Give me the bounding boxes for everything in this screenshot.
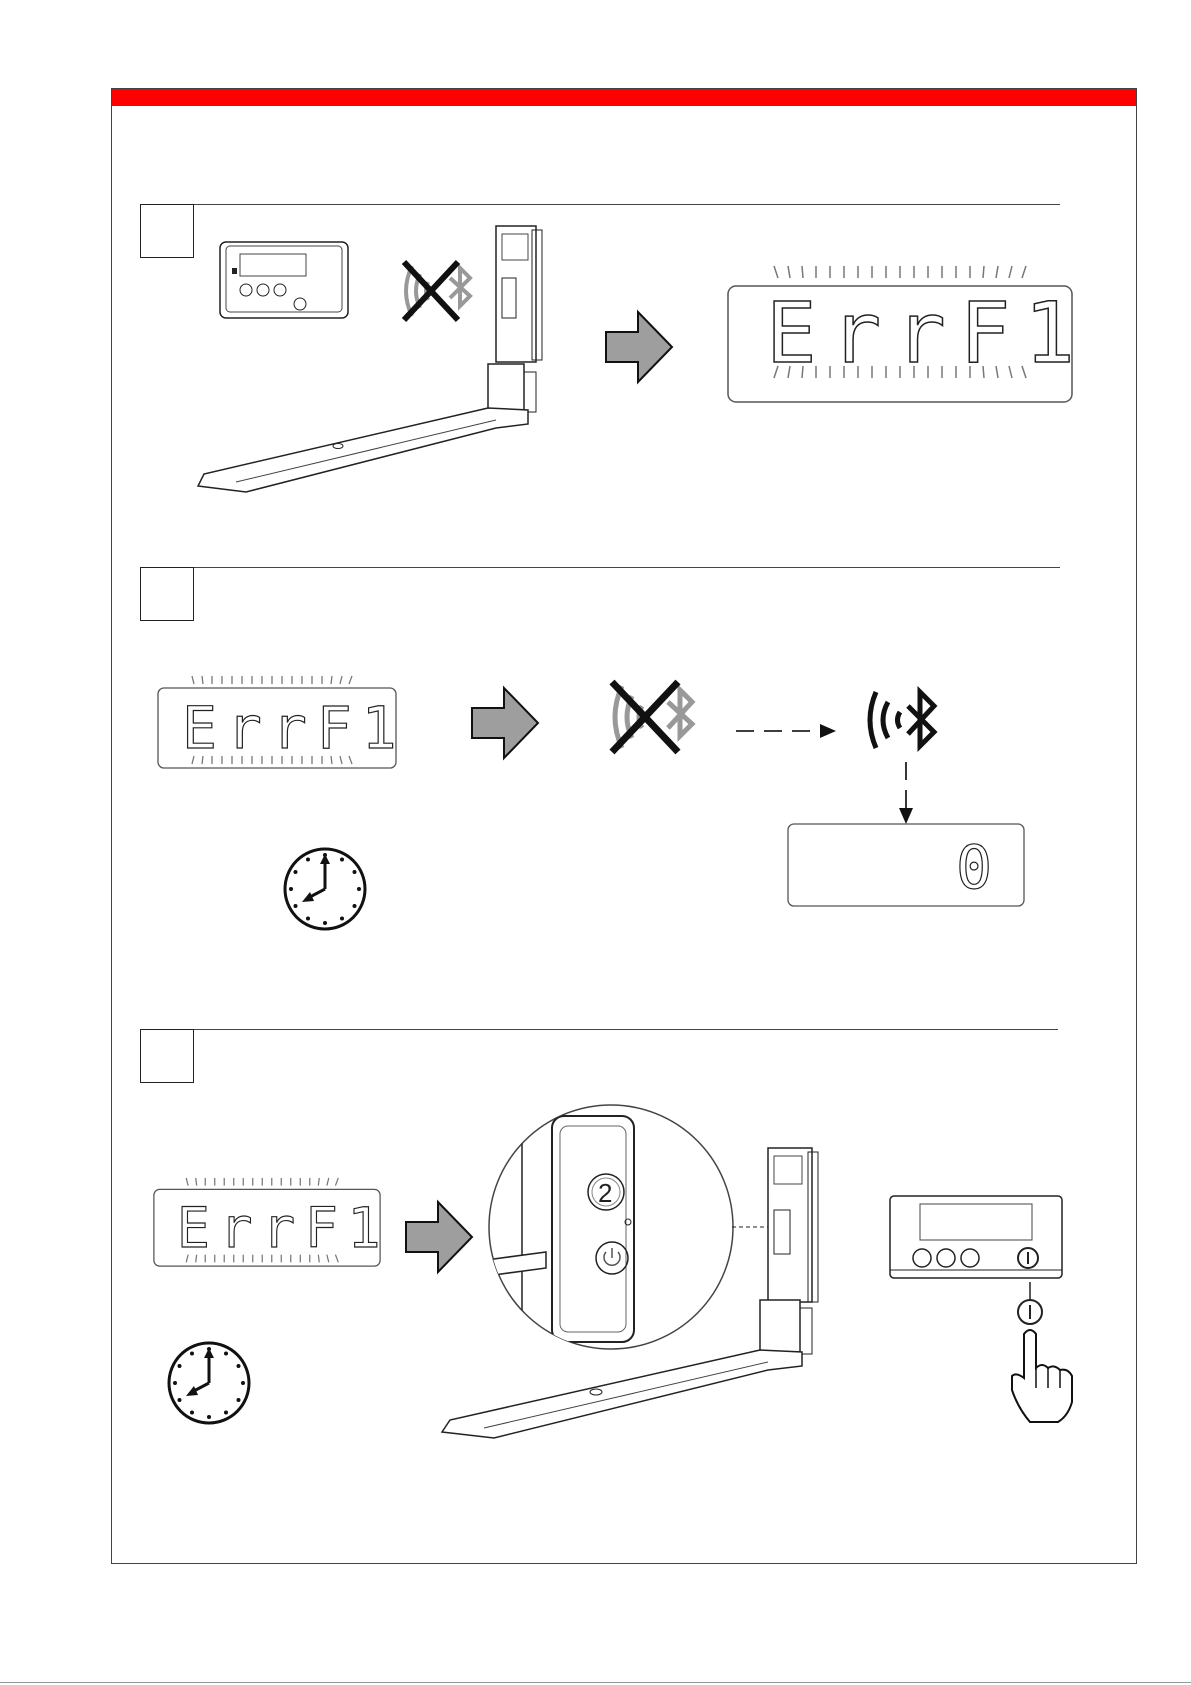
lcd-display-error-3: ErrF1 [152, 1176, 382, 1270]
lcd-display-result: 0 [786, 822, 1026, 908]
arrow-right-icon [604, 310, 674, 384]
bluetooth-crossed-icon [606, 676, 706, 758]
fork-sensor-1 [196, 224, 556, 496]
lcd-error-text-2: ErrF1 [182, 694, 407, 762]
step-1-box [140, 204, 194, 258]
step-1-rule [194, 204, 1060, 205]
clock-icon [166, 1340, 252, 1426]
flash-marks-top [774, 266, 1026, 278]
step-2-rule [194, 567, 1060, 568]
step-3-rule [194, 1029, 1058, 1030]
step-3-box [140, 1029, 194, 1083]
clock-icon [282, 846, 368, 932]
bottom-rule [0, 1682, 1191, 1683]
dashed-arrow-right [734, 722, 838, 740]
lcd-display-error-1: ErrF1 [726, 262, 1076, 410]
lcd-display-error-2: ErrF1 [156, 674, 398, 772]
step-2-box [140, 567, 194, 621]
lcd-error-text-3: ErrF1 [177, 1197, 390, 1261]
finger-press-icon [1008, 1280, 1098, 1424]
lcd-result-digit: 0 [956, 833, 992, 903]
indicator-panel [888, 1194, 1064, 1280]
bluetooth-signal-icon [862, 684, 946, 756]
dashed-arrow-down [896, 760, 916, 826]
lcd-error-text: ErrF1 [766, 284, 1089, 382]
arrow-right-icon [470, 686, 540, 760]
fork-sensor-2 [438, 1144, 838, 1444]
